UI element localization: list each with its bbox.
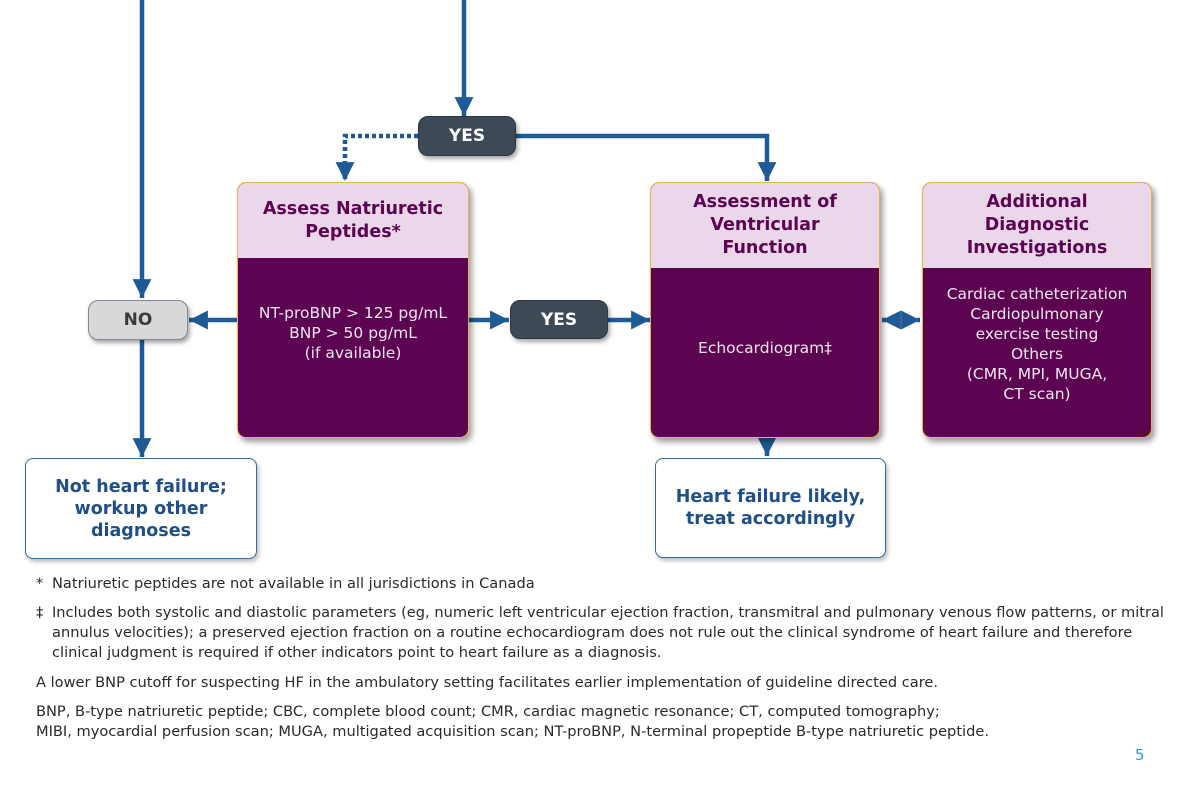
echocardiogram-text: Echocardiogram‡	[698, 338, 832, 357]
additional-investigations-list: Cardiac catheterization Cardiopulmonary …	[923, 268, 1151, 437]
double-dagger-symbol: ‡	[36, 604, 44, 621]
yes-decision-middle: YES	[510, 300, 608, 339]
natriuretic-peptides-box: Assess Natriuretic Peptides* NT-proBNP >…	[237, 182, 469, 438]
investigation-item: Cardiopulmonary	[970, 304, 1104, 323]
double-dagger-footnote: ‡ Includes both systolic and diastolic p…	[36, 603, 1171, 663]
yes-label: YES	[448, 126, 486, 146]
nt-probnp-threshold: NT-proBNP > 125 pg/mL	[258, 303, 448, 322]
bnp-threshold: BNP > 50 pg/mL	[289, 323, 417, 342]
investigation-item: (CMR, MPI, MUGA,	[966, 364, 1108, 383]
ventricular-function-body: Echocardiogram‡	[651, 268, 879, 437]
not-heart-failure-outcome: Not heart failure; workup other diagnose…	[25, 458, 257, 559]
natriuretic-title-text: Assess Natriuretic Peptides*	[262, 198, 444, 242]
additional-title-line: Additional	[986, 192, 1088, 212]
additional-investigations-title: Additional Diagnostic Investigations	[923, 183, 1151, 268]
investigation-item: CT scan)	[1003, 384, 1071, 403]
outcome-line: workup other	[74, 498, 208, 519]
yes-decision-top: YES	[418, 116, 516, 156]
ventricular-function-box: Assessment of Ventricular Function Echoc…	[650, 182, 880, 438]
ventricular-title-line: Function	[722, 238, 808, 258]
abbreviations-line: BNP, B-type natriuretic peptide; CBC, co…	[36, 703, 940, 720]
additional-title-line: Investigations	[966, 238, 1108, 258]
availability-note: (if available)	[304, 343, 402, 362]
outcome-line: Heart failure likely,	[675, 487, 866, 507]
abbreviations-line: MIBI, myocardial perfusion scan; MUGA, m…	[36, 723, 989, 740]
double-dagger-footnote-text: Includes both systolic and diastolic par…	[52, 604, 1164, 661]
outcome-line: treat accordingly	[685, 509, 856, 529]
footnotes: * Natriuretic peptides are not available…	[36, 574, 1171, 742]
no-label: NO	[123, 310, 153, 330]
additional-investigations-box: Additional Diagnostic Investigations Car…	[922, 182, 1152, 438]
no-decision: NO	[88, 300, 188, 340]
arrow-yes-to-natriuretic-dotted	[335, 133, 418, 181]
yes-label: YES	[540, 309, 578, 330]
investigation-item: exercise testing	[975, 324, 1099, 343]
ventricular-title-line: Assessment of	[693, 192, 837, 212]
natriuretic-peptides-criteria: NT-proBNP > 125 pg/mL BNP > 50 pg/mL (if…	[238, 258, 468, 437]
asterisk-footnote: * Natriuretic peptides are not available…	[36, 574, 1171, 594]
heart-failure-likely-outcome: Heart failure likely, treat accordingly	[655, 458, 886, 558]
investigation-item: Others	[1010, 344, 1064, 363]
outcome-line: Not heart failure;	[55, 476, 227, 497]
bnp-cutoff-note: A lower BNP cutoff for suspecting HF in …	[36, 674, 939, 691]
asterisk-footnote-text: Natriuretic peptides are not available i…	[52, 575, 535, 592]
asterisk-symbol: *	[36, 575, 44, 592]
natriuretic-peptides-title: Assess Natriuretic Peptides*	[238, 183, 468, 258]
outcome-line: diagnoses	[90, 520, 192, 541]
arrow-yes-to-ventricular	[514, 133, 777, 181]
ventricular-title-line: Ventricular	[710, 215, 820, 235]
investigation-item: Cardiac catheterization	[946, 284, 1128, 303]
additional-title-line: Diagnostic	[984, 215, 1090, 235]
ventricular-function-title: Assessment of Ventricular Function	[651, 183, 879, 268]
page-number: 5	[1135, 746, 1145, 764]
